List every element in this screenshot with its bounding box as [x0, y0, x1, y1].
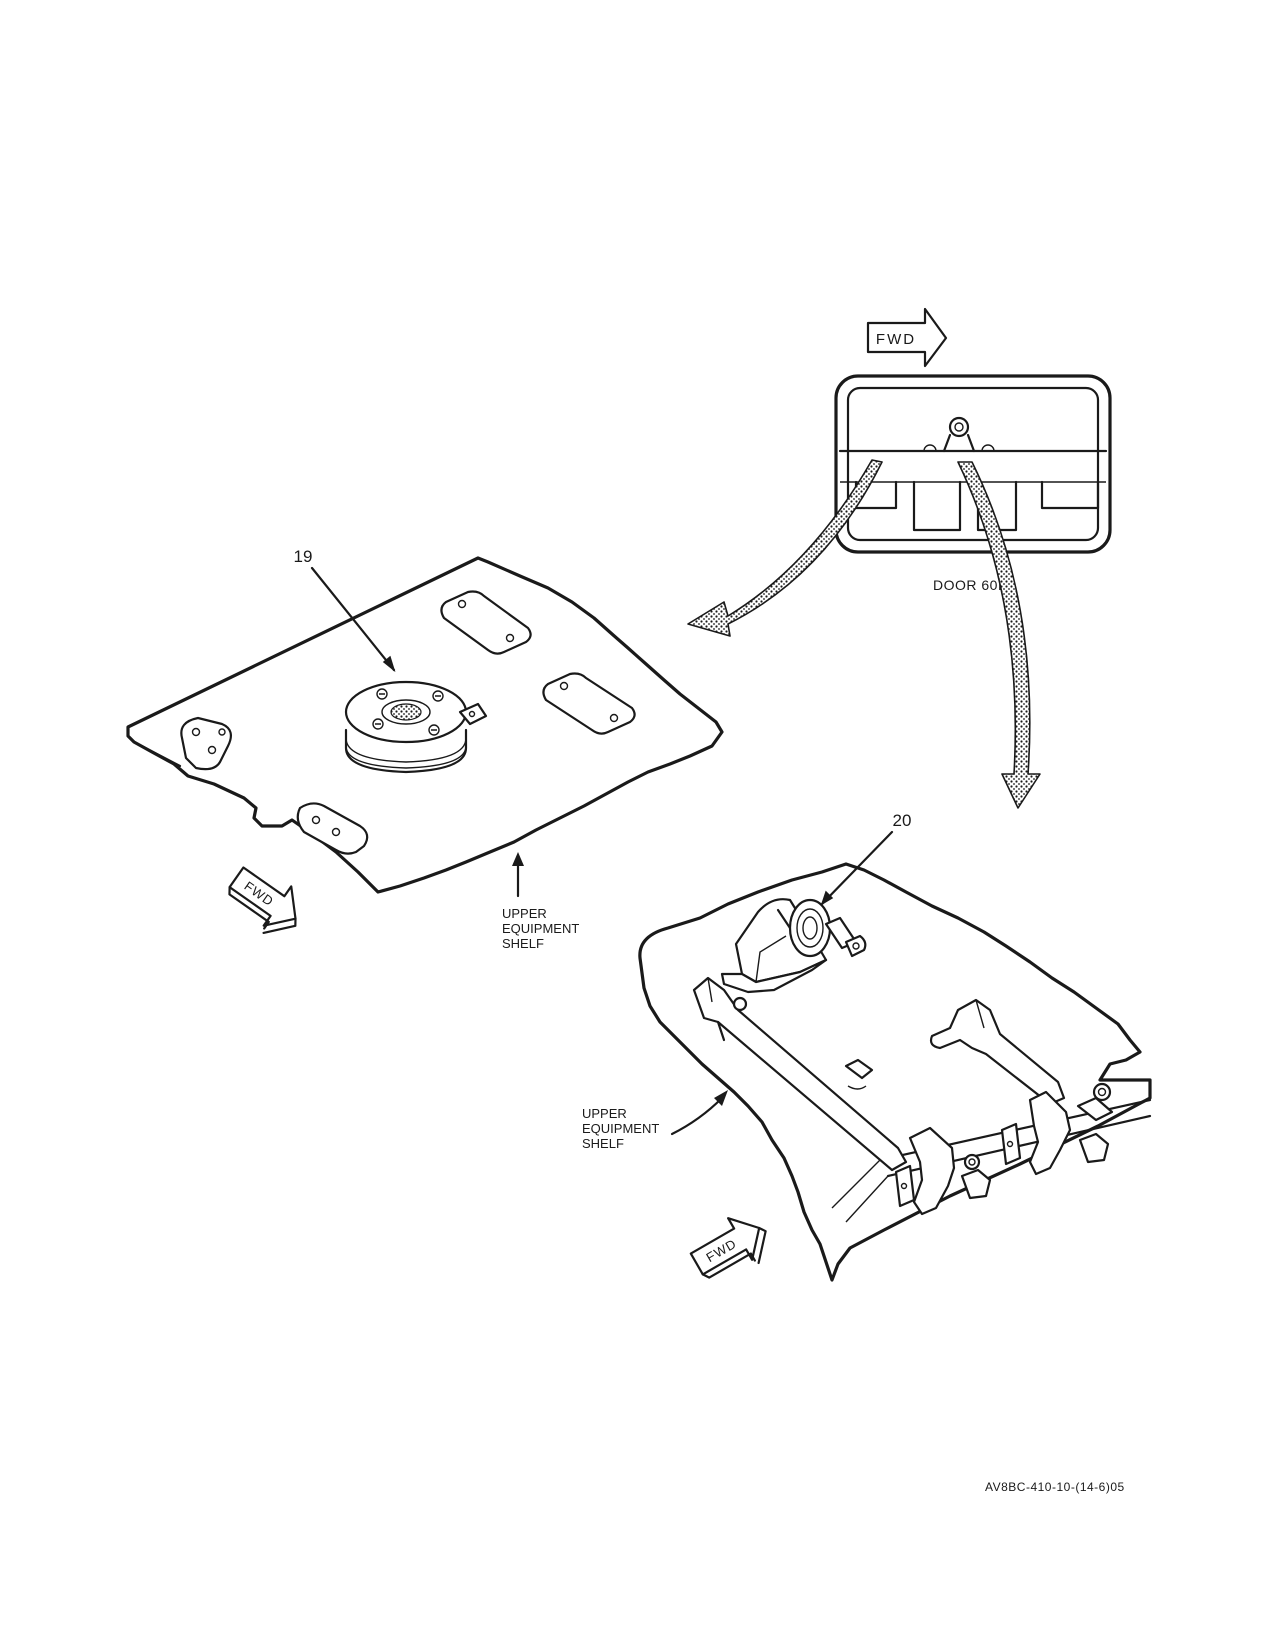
stippled-arrow-right	[957, 461, 1041, 809]
figure-id: AV8BC-410-10-(14-6)05	[985, 1480, 1125, 1494]
shelf-label-right-line2: EQUIPMENT	[582, 1121, 659, 1136]
shelf-label-right-line3: SHELF	[582, 1136, 624, 1151]
fwd-arrow-right: FWD	[689, 1217, 767, 1279]
door-60r-label: DOOR 60R	[933, 577, 1009, 593]
shelf-label-right-line1: UPPER	[582, 1106, 627, 1121]
shelf-assembly-right	[638, 862, 1152, 1282]
shelf-label-left-line3: SHELF	[502, 936, 544, 951]
shelf-label-left-line1: UPPER	[502, 906, 547, 921]
callout-19-number: 19	[294, 547, 313, 566]
fwd-arrow-left: FWD	[228, 866, 297, 934]
callout-19: 19	[294, 547, 396, 673]
fwd-arrow-top: FWD	[866, 307, 948, 368]
stippled-arrow-left	[687, 459, 883, 637]
callout-20: 20	[820, 811, 912, 906]
shelf-label-left-line2: EQUIPMENT	[502, 921, 579, 936]
shelf-label-right: UPPER EQUIPMENT SHELF	[582, 1090, 728, 1151]
shelf-label-left: UPPER EQUIPMENT SHELF	[502, 852, 579, 951]
callout-20-number: 20	[893, 811, 912, 830]
shelf-plate-left	[126, 556, 724, 894]
fwd-arrow-top-label: FWD	[876, 331, 916, 348]
